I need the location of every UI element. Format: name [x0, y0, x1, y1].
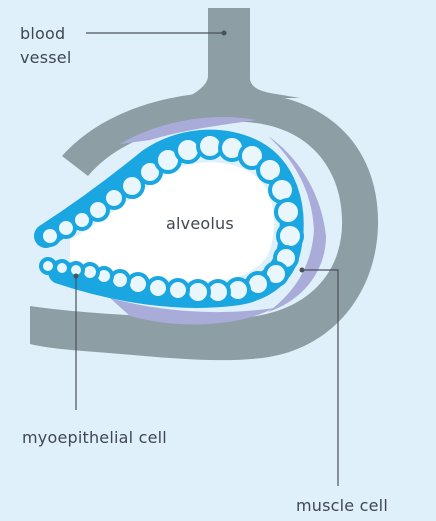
epithelial-cell: [187, 281, 209, 303]
epithelial-cell: [176, 138, 200, 162]
alveolus-label: alveolus: [166, 214, 234, 234]
blood-vessel-label-line1: blood: [20, 24, 65, 44]
epithelial-cell: [55, 261, 69, 275]
blood-vessel-leader-dot: [222, 31, 227, 36]
muscle-cell-leader-dot: [300, 268, 305, 273]
epithelial-cell: [148, 278, 168, 298]
myoepithelial-leader-dot: [74, 274, 79, 279]
blood-vessel-trunk: [186, 8, 300, 98]
epithelial-cell: [128, 274, 148, 294]
muscle-cell-label: muscle cell: [296, 496, 388, 516]
blood-vessel-label-line2: vessel: [20, 48, 71, 68]
epithelial-cell: [276, 200, 300, 224]
epithelial-cell: [278, 224, 302, 248]
epithelial-cell: [168, 280, 188, 300]
myoepithelial-cell-label: myoepithelial cell: [22, 428, 167, 448]
epithelial-cell: [41, 259, 55, 273]
